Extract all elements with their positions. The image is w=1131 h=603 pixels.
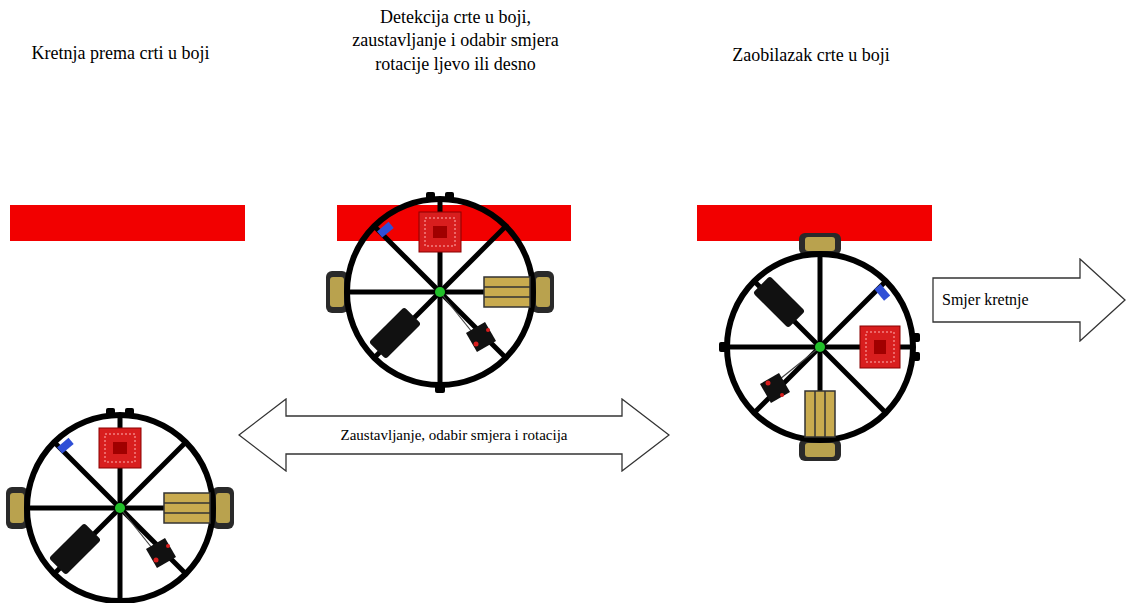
step-heading: Zaobilazak crte u boji [680,44,942,67]
step-heading: Kretnja prema crti u boji [18,42,223,65]
block-arrow: Smjer kretnje [932,258,1126,342]
robot [719,233,920,461]
color-line [10,205,245,241]
block-arrow: Zaustavljanje, odabir smjera i rotacija [238,398,670,472]
arrow-label: Smjer kretnje [942,290,1029,309]
step-heading: Detekcija crte u boji, zaustavljanje i o… [333,6,578,76]
arrow-label: Zaustavljanje, odabir smjera i rotacija [341,426,568,444]
block-arrow-shape [239,399,669,471]
robot [6,408,234,603]
block-arrow-shape [933,259,1125,341]
robot [326,192,554,393]
